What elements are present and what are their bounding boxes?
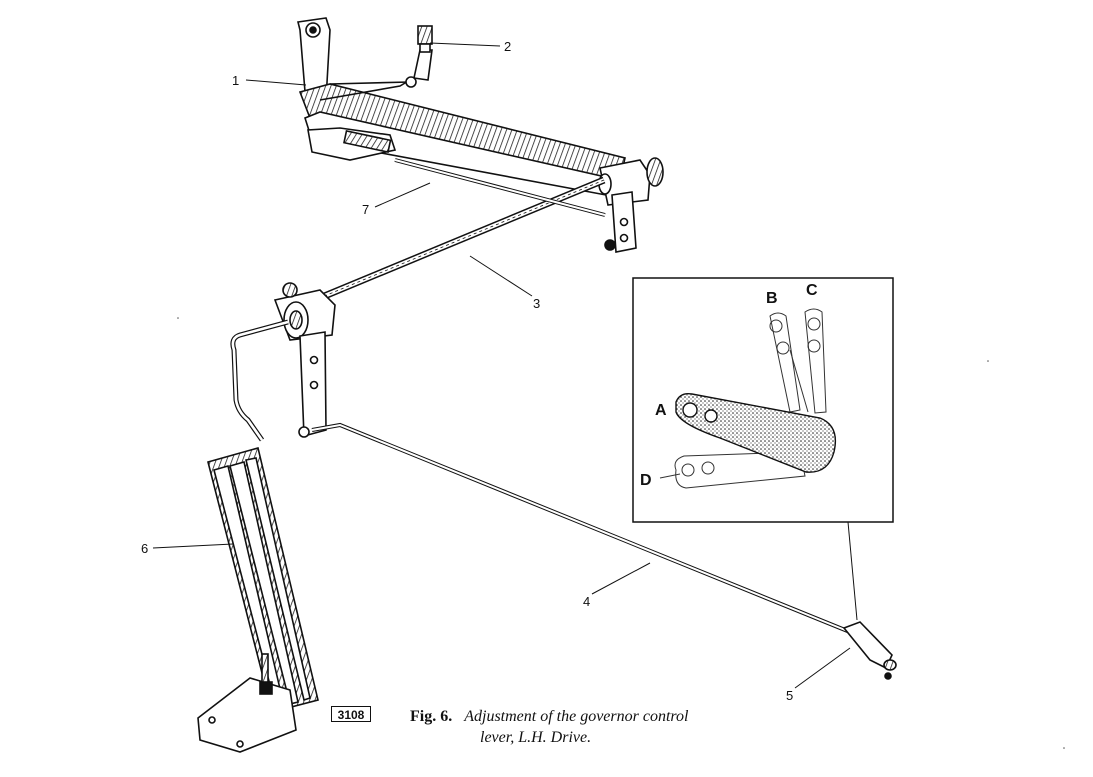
callout-1: 1 — [232, 73, 239, 88]
callout-6: 6 — [141, 541, 148, 556]
lever-positions-bc — [769, 308, 827, 414]
inset-label-a: A — [655, 402, 667, 419]
callout-4: 4 — [583, 594, 590, 609]
callout-3: 3 — [533, 296, 540, 311]
callout-leaders — [152, 42, 858, 689]
plate-number: 3108 — [331, 706, 371, 722]
caption-line-1: Adjustment of the governor control — [464, 708, 689, 725]
cross-shaft — [308, 158, 606, 306]
inset-label-c: C — [806, 282, 818, 299]
callout-5: 5 — [786, 688, 793, 703]
pedal-shaft-bearing — [230, 282, 336, 442]
callout-2: 2 — [504, 39, 511, 54]
figure-caption: Fig. 6. Adjustment of the governor contro… — [410, 706, 770, 748]
inset-label-d: D — [640, 472, 652, 489]
callout-7: 7 — [362, 202, 369, 217]
inset-frame — [632, 277, 894, 523]
caption-line-2: lever, L.H. Drive. — [480, 729, 592, 746]
control-rod — [311, 422, 897, 680]
governor-housing — [297, 17, 664, 253]
lever-hole-2 — [704, 409, 718, 423]
inset-label-b: B — [766, 290, 778, 307]
inset-detail: B C A D — [632, 277, 894, 523]
lever-hole-a — [682, 402, 698, 418]
figure-number: Fig. 6. — [410, 708, 453, 725]
accelerator-pedal — [197, 447, 319, 753]
